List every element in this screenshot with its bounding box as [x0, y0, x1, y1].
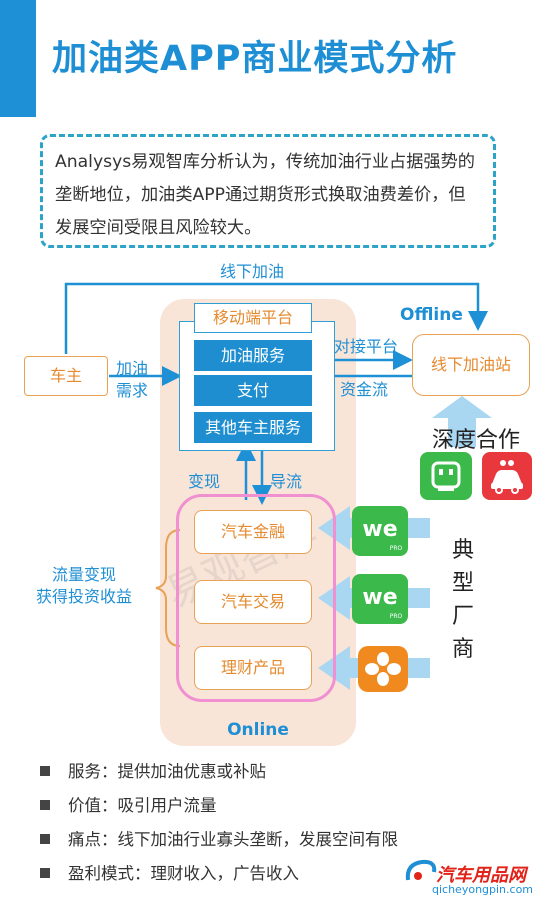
offline-refuel-label: 线下加油: [220, 262, 285, 281]
bullet-pain-point: 痛点：线下加油行业寡头垄断，发展空间有限: [40, 826, 398, 850]
vendor-icon-orange: [358, 646, 408, 692]
car-owner-node: 车主: [24, 356, 108, 396]
bullet-text: 痛点：线下加油行业寡头垄断，发展空间有限: [68, 830, 398, 849]
demand-label-2: 需求: [116, 381, 149, 400]
flow-bracket: [155, 529, 181, 647]
title-accent-bar: [0, 0, 36, 117]
service-wealth-management: 理财产品: [194, 646, 312, 690]
bullet-text: 服务：提供加油优惠或补贴: [68, 762, 266, 781]
deep-cooperation-label: 深度合作: [432, 428, 521, 453]
brand-logo-url: qicheyongpin.com: [432, 883, 533, 896]
partner-app-icon-green: [420, 452, 472, 500]
svg-text:PRO: PRO: [390, 613, 403, 620]
bullet-marker: [40, 867, 50, 878]
online-services-frame: [176, 494, 336, 702]
brand-logo-text: 汽车用品网: [436, 865, 526, 886]
bullet-text: 盈利模式：理财收入，广告收入: [68, 864, 299, 883]
svg-text:PRO: PRO: [390, 545, 403, 552]
service-auto-finance: 汽车金融: [194, 510, 312, 554]
bullet-marker: [40, 833, 50, 844]
flow-monetization-label-2: 获得投资收益: [36, 587, 133, 606]
svg-text:we: we: [362, 585, 397, 610]
bullet-value: 价值：吸引用户流量: [40, 792, 217, 816]
flow-monetization-label-1: 流量变现: [52, 565, 117, 584]
service-auto-trading: 汽车交易: [194, 580, 312, 624]
online-label: Online: [227, 720, 289, 740]
capital-flow-label: 资金流: [340, 380, 389, 399]
offline-label: Offline: [400, 305, 463, 325]
monetize-label: 变现: [188, 472, 221, 491]
offline-gas-station-node: 线下加油站: [412, 334, 530, 396]
platform-item-other-services: 其他车主服务: [194, 412, 312, 443]
bullet-text: 价值：吸引用户流量: [68, 796, 217, 815]
vendor-icon-we-1: we PRO: [352, 506, 408, 556]
mobile-platform-title: 移动端平台: [194, 303, 312, 333]
partner-app-icon-red: [482, 452, 532, 500]
typical-vendors-label: 典型厂商: [451, 538, 474, 662]
platform-item-refuel: 加油服务: [194, 340, 312, 371]
bullet-marker: [40, 765, 50, 776]
intro-text: Analysys易观智库分析认为，传统加油行业占据强势的垄断地位，加油类APP通…: [40, 134, 496, 248]
bullet-profit-model: 盈利模式：理财收入，广告收入: [40, 860, 299, 884]
platform-item-payment: 支付: [194, 375, 312, 406]
brand-logo-icon: [405, 859, 437, 881]
svg-text:we: we: [362, 517, 397, 542]
cooperation-arrow: [432, 396, 492, 447]
vendor-icon-we-2: we PRO: [352, 574, 408, 624]
demand-label-1: 加油: [116, 359, 149, 378]
connect-platform-label: 对接平台: [334, 337, 399, 356]
offline-refuel-arrow: [64, 282, 488, 354]
traffic-label: 导流: [270, 472, 303, 491]
bullet-service: 服务：提供加油优惠或补贴: [40, 758, 266, 782]
page-title: 加油类APP商业模式分析: [52, 39, 458, 79]
bullet-marker: [40, 799, 50, 810]
